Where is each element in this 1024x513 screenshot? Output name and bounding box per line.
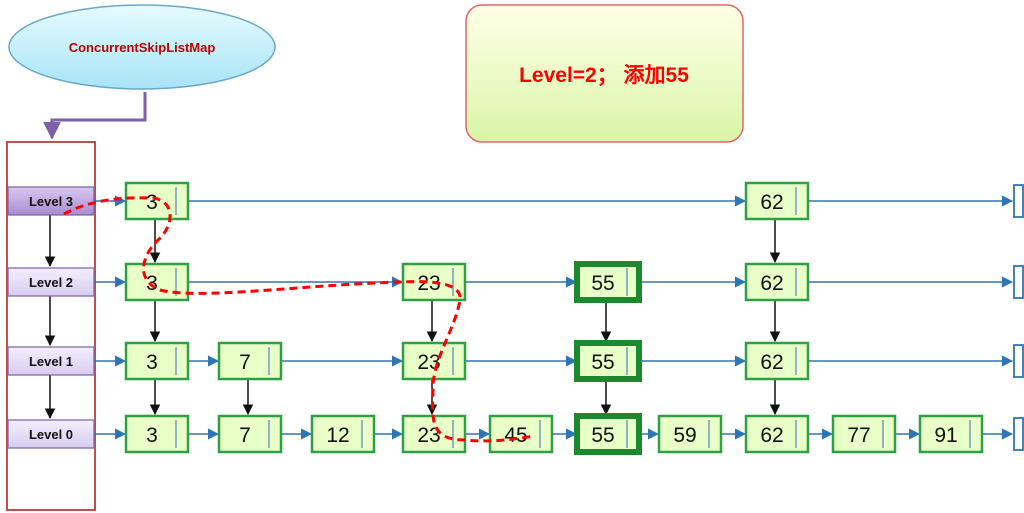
node: 3 [124, 181, 190, 221]
node-value: 3 [146, 424, 158, 447]
node-value: 45 [504, 424, 527, 447]
node: 12 [310, 414, 376, 454]
level-label: Level 2 [29, 275, 73, 290]
node-value: 59 [673, 424, 696, 447]
node-new: 55 [574, 340, 642, 382]
node-new: 55 [574, 261, 642, 303]
level-box-3: Level 3 [7, 186, 95, 216]
level-container [6, 141, 96, 511]
node: 91 [918, 414, 984, 454]
node: 59 [657, 414, 723, 454]
node-value: 3 [146, 191, 158, 214]
node-value: 62 [760, 272, 783, 295]
node: 3 [124, 262, 190, 302]
level-label: Level 1 [29, 354, 73, 369]
node-value: 62 [760, 351, 783, 374]
node-value: 55 [591, 272, 614, 295]
node: 23 [401, 341, 467, 381]
title-box: Level=2； 添加55 [465, 4, 744, 143]
node-value: 23 [417, 424, 440, 447]
node-value: 55 [591, 424, 614, 447]
node-value: 12 [326, 424, 349, 447]
level-label: Level 0 [29, 427, 73, 442]
node-value: 23 [417, 351, 440, 374]
title-text: Level=2； 添加55 [519, 64, 689, 87]
node-value: 62 [760, 424, 783, 447]
node-value: 91 [934, 424, 957, 447]
node: 7 [217, 341, 283, 381]
tail-node [1013, 417, 1024, 451]
node-value: 7 [239, 424, 251, 447]
node: 62 [744, 181, 810, 221]
node-value: 23 [417, 272, 440, 295]
node-value: 77 [847, 424, 870, 447]
search-path [63, 196, 536, 443]
node-new: 55 [574, 413, 642, 455]
node: 3 [124, 341, 190, 381]
node-value: 3 [146, 272, 158, 295]
level-box-2: Level 2 [7, 267, 95, 297]
node: 3 [124, 414, 190, 454]
tail-node [1013, 184, 1024, 218]
node: 62 [744, 262, 810, 302]
tail-node [1013, 265, 1024, 299]
map-label: ConcurrentSkipListMap [69, 40, 216, 55]
level-label: Level 3 [29, 194, 73, 209]
node-value: 3 [146, 351, 158, 374]
map-ellipse: ConcurrentSkipListMap [8, 4, 276, 90]
level-box-0: Level 0 [7, 419, 95, 449]
map-connector [43, 92, 147, 140]
node: 62 [744, 414, 810, 454]
node-value: 55 [591, 351, 614, 374]
level-box-1: Level 1 [7, 346, 95, 376]
node: 45 [488, 414, 554, 454]
node: 7 [217, 414, 283, 454]
node-value: 7 [239, 351, 251, 374]
node: 62 [744, 341, 810, 381]
node: 77 [831, 414, 897, 454]
node-value: 62 [760, 191, 783, 214]
tail-node [1013, 344, 1024, 378]
